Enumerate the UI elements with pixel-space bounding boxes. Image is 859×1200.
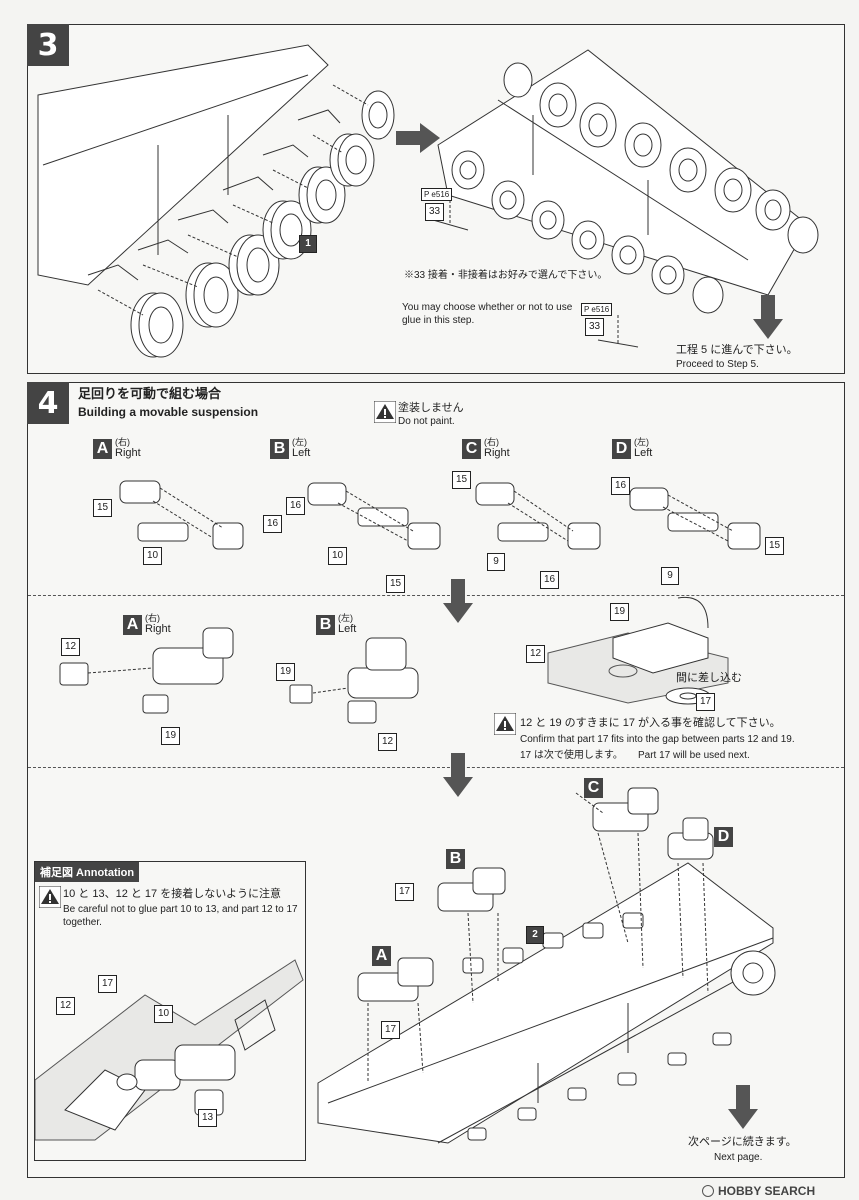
row1-arrow-down bbox=[443, 579, 473, 623]
annotation-illustration bbox=[35, 959, 304, 1141]
step-4-number: 4 bbox=[27, 382, 69, 424]
step-3-illustration bbox=[37, 44, 819, 358]
step-3-number: 3 bbox=[27, 24, 69, 66]
row2-b-part-12: 12 bbox=[378, 733, 398, 751]
row1-a-part-15: 15 bbox=[93, 499, 113, 517]
step-3-panel: 3 bbox=[27, 24, 845, 374]
detail-part-17: 17 bbox=[696, 693, 716, 711]
annotation-warn-jp: 10 と 13、12 と 17 を接着しないように注意 bbox=[63, 888, 282, 900]
row1-a-part-16: 16 bbox=[263, 515, 283, 533]
watermark-logo: HOBBY SEARCH bbox=[702, 1184, 815, 1198]
watermark-icon bbox=[702, 1185, 714, 1197]
annotation-part-17: 17 bbox=[98, 975, 118, 993]
no-paint-jp: 塗装しません bbox=[398, 402, 464, 414]
warning-icon bbox=[374, 401, 396, 423]
row1-d-part-9: 9 bbox=[661, 567, 679, 585]
next-use-jp: 17 は次で使用します。 bbox=[520, 750, 623, 761]
page-ref-b: P e516 bbox=[581, 303, 613, 316]
annotation-part-13: 13 bbox=[198, 1109, 218, 1127]
step-4-title-jp: 足回りを可動で組む場合 bbox=[78, 386, 222, 401]
next-page-en: Next page. bbox=[714, 1152, 763, 1163]
divider-2 bbox=[28, 767, 844, 768]
annotation-warning-icon bbox=[39, 886, 61, 908]
watermark-text: HOBBY SEARCH bbox=[718, 1184, 816, 1198]
row2-arrow-down bbox=[443, 753, 473, 797]
part-33-b: 33 bbox=[585, 318, 605, 336]
row1-c-part-9: 9 bbox=[487, 553, 505, 571]
row3-arrow-down bbox=[728, 1085, 758, 1129]
row3-label-d: D bbox=[714, 827, 733, 847]
row1-d-part-16: 16 bbox=[611, 477, 631, 495]
row3-part-2: 2 bbox=[526, 926, 544, 944]
detail-part-19: 19 bbox=[610, 603, 630, 621]
row3-label-a: A bbox=[372, 946, 391, 966]
row1-illustrations bbox=[119, 480, 761, 550]
row3-label-c: C bbox=[584, 778, 603, 798]
part-1-label: 1 bbox=[299, 235, 317, 253]
row2-label-b: B (左)Left bbox=[316, 613, 356, 635]
row2-label-a: A (右)Right bbox=[123, 613, 171, 635]
row2-a-part-12: 12 bbox=[61, 638, 81, 656]
row3-part-17-a: 17 bbox=[395, 883, 415, 901]
divider-1 bbox=[28, 595, 844, 596]
row1-c-part-15: 15 bbox=[452, 471, 472, 489]
row1-b-part-15: 15 bbox=[386, 575, 406, 593]
row1-c-part-16: 16 bbox=[540, 571, 560, 589]
detail-part-12: 12 bbox=[526, 645, 546, 663]
proceed-en: Proceed to Step 5. bbox=[676, 359, 759, 370]
row1-b-part-10: 10 bbox=[328, 547, 348, 565]
confirm-jp: 12 と 19 のすきまに 17 が入る事を確認して下さい。 bbox=[520, 717, 781, 729]
row1-d-part-15: 15 bbox=[765, 537, 785, 555]
proceed-jp: 工程 5 に進んで下さい。 bbox=[676, 344, 798, 356]
annotation-part-12: 12 bbox=[56, 997, 76, 1015]
annotation-warn-en: Be careful not to glue part 10 to 13, an… bbox=[63, 904, 298, 928]
confirm-en: Confirm that part 17 fits into the gap b… bbox=[520, 734, 795, 745]
step-3-arrow-down bbox=[753, 295, 783, 339]
row1-label-a: A (右)Right bbox=[93, 437, 141, 459]
step-3-note-en: You may choose whether or not to use glu… bbox=[402, 302, 573, 326]
row2-b-part-19: 19 bbox=[276, 663, 296, 681]
step-3-note-jp: ※33 接着・非接着はお好みで選んで下さい。 bbox=[404, 270, 608, 281]
insert-jp: 間に差し込む bbox=[676, 672, 742, 684]
step-3-arrow-right bbox=[396, 123, 440, 153]
row1-b-part-16: 16 bbox=[286, 497, 306, 515]
warning-icon-2 bbox=[494, 713, 516, 735]
row1-label-c: C (右)Right bbox=[462, 437, 510, 459]
step-4-title-en: Building a movable suspension bbox=[78, 405, 259, 419]
row1-a-part-10: 10 bbox=[143, 547, 163, 565]
next-use-en: Part 17 will be used next. bbox=[638, 750, 750, 761]
row2-illustrations bbox=[59, 596, 729, 724]
page-ref-a: P e516 bbox=[421, 188, 453, 201]
no-paint-en: Do not paint. bbox=[398, 416, 455, 427]
row2-a-part-19: 19 bbox=[161, 727, 181, 745]
next-page-jp: 次ページに続きます。 bbox=[688, 1136, 797, 1148]
part-33-a: 33 bbox=[425, 203, 445, 221]
row3-illustration bbox=[317, 787, 776, 1144]
row3-label-b: B bbox=[446, 849, 465, 869]
annotation-part-10: 10 bbox=[154, 1005, 174, 1023]
row1-label-d: D (左)Left bbox=[612, 437, 652, 459]
row1-label-b: B (左)Left bbox=[270, 437, 310, 459]
annotation-title: 補足図 Annotation bbox=[35, 862, 140, 882]
step-4-panel: 4 足回りを可動で組む場合 Building a movable suspens… bbox=[27, 382, 845, 1178]
row3-part-17-b: 17 bbox=[381, 1021, 401, 1039]
